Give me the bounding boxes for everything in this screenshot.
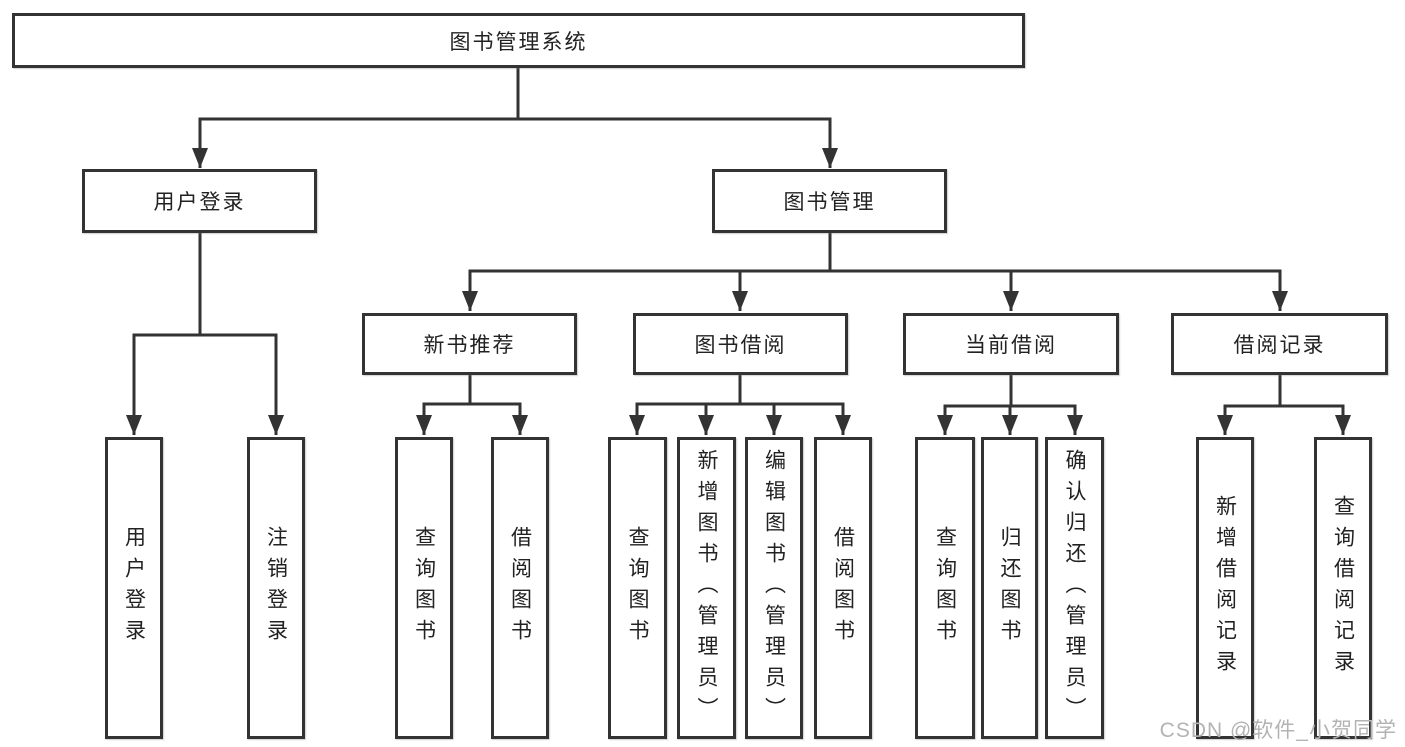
csdn-watermark: CSDN @软件_小贺同学 — [1159, 719, 1397, 742]
node-new-book-recommend: 新书推荐 — [362, 313, 577, 375]
leaf-query-borrow-record: 查询借阅记录 — [1314, 437, 1372, 739]
connector-user-login — [126, 233, 284, 435]
leaf-borrow-books-recommend: 借阅图书 — [491, 437, 549, 739]
leaf-query-books-borrow-label: 查询图书 — [626, 526, 649, 650]
leaf-query-books-borrow: 查询图书 — [608, 437, 667, 739]
node-current-borrowing-label: 当前借阅 — [965, 334, 1057, 357]
leaf-query-books-recommend-label: 查询图书 — [412, 526, 436, 650]
leaf-logout-label: 注销登录 — [264, 526, 288, 650]
connector-root — [192, 68, 838, 168]
leaf-user-login-label: 用户登录 — [122, 526, 146, 650]
connector-borrow-record — [1217, 375, 1351, 435]
leaf-borrow-books-2-label: 借阅图书 — [831, 526, 855, 650]
leaf-add-borrow-record-label: 新增借阅记录 — [1213, 495, 1237, 681]
leaf-query-books-current-label: 查询图书 — [933, 526, 957, 650]
leaf-borrow-books-2: 借阅图书 — [814, 437, 872, 739]
leaf-edit-book-admin: 编辑图书（管理员） — [745, 437, 803, 739]
node-borrow-records-label: 借阅记录 — [1233, 334, 1326, 357]
leaf-add-book-admin-label: 新增图书（管理员） — [695, 448, 718, 728]
leaf-add-borrow-record: 新增借阅记录 — [1196, 437, 1254, 739]
node-root: 图书管理系统 — [12, 13, 1025, 68]
node-book-management: 图书管理 — [712, 169, 947, 233]
node-book-borrowing: 图书借阅 — [633, 313, 848, 375]
node-current-borrowing: 当前借阅 — [903, 313, 1119, 375]
leaf-edit-book-admin-label: 编辑图书（管理员） — [762, 448, 786, 728]
leaf-query-books-current: 查询图书 — [915, 437, 975, 739]
leaf-confirm-return-admin-label: 确认归还（管理员） — [1063, 448, 1086, 728]
node-new-book-recommend-label: 新书推荐 — [423, 334, 516, 357]
connector-book-management — [462, 233, 1288, 311]
node-user-login-label: 用户登录 — [153, 191, 246, 214]
leaf-add-book-admin: 新增图书（管理员） — [677, 437, 736, 739]
leaf-query-borrow-record-label: 查询借阅记录 — [1331, 495, 1355, 681]
leaf-user-login: 用户登录 — [105, 437, 163, 739]
node-borrow-records: 借阅记录 — [1171, 313, 1388, 375]
leaf-return-book-label: 归还图书 — [998, 526, 1021, 650]
node-book-management-label: 图书管理 — [783, 191, 876, 214]
node-user-login: 用户登录 — [82, 169, 317, 233]
leaf-confirm-return-admin: 确认归还（管理员） — [1045, 437, 1104, 739]
leaf-borrow-books-recommend-label: 借阅图书 — [508, 526, 532, 650]
connector-current-borrow — [937, 375, 1083, 435]
leaf-query-books-recommend: 查询图书 — [395, 437, 453, 739]
node-book-borrowing-label: 图书借阅 — [694, 334, 787, 357]
connector-book-borrow — [629, 375, 851, 435]
leaf-return-book: 归还图书 — [981, 437, 1038, 739]
node-root-label: 图书管理系统 — [449, 30, 588, 54]
connector-new-book — [416, 375, 528, 435]
leaf-logout: 注销登录 — [247, 437, 305, 739]
